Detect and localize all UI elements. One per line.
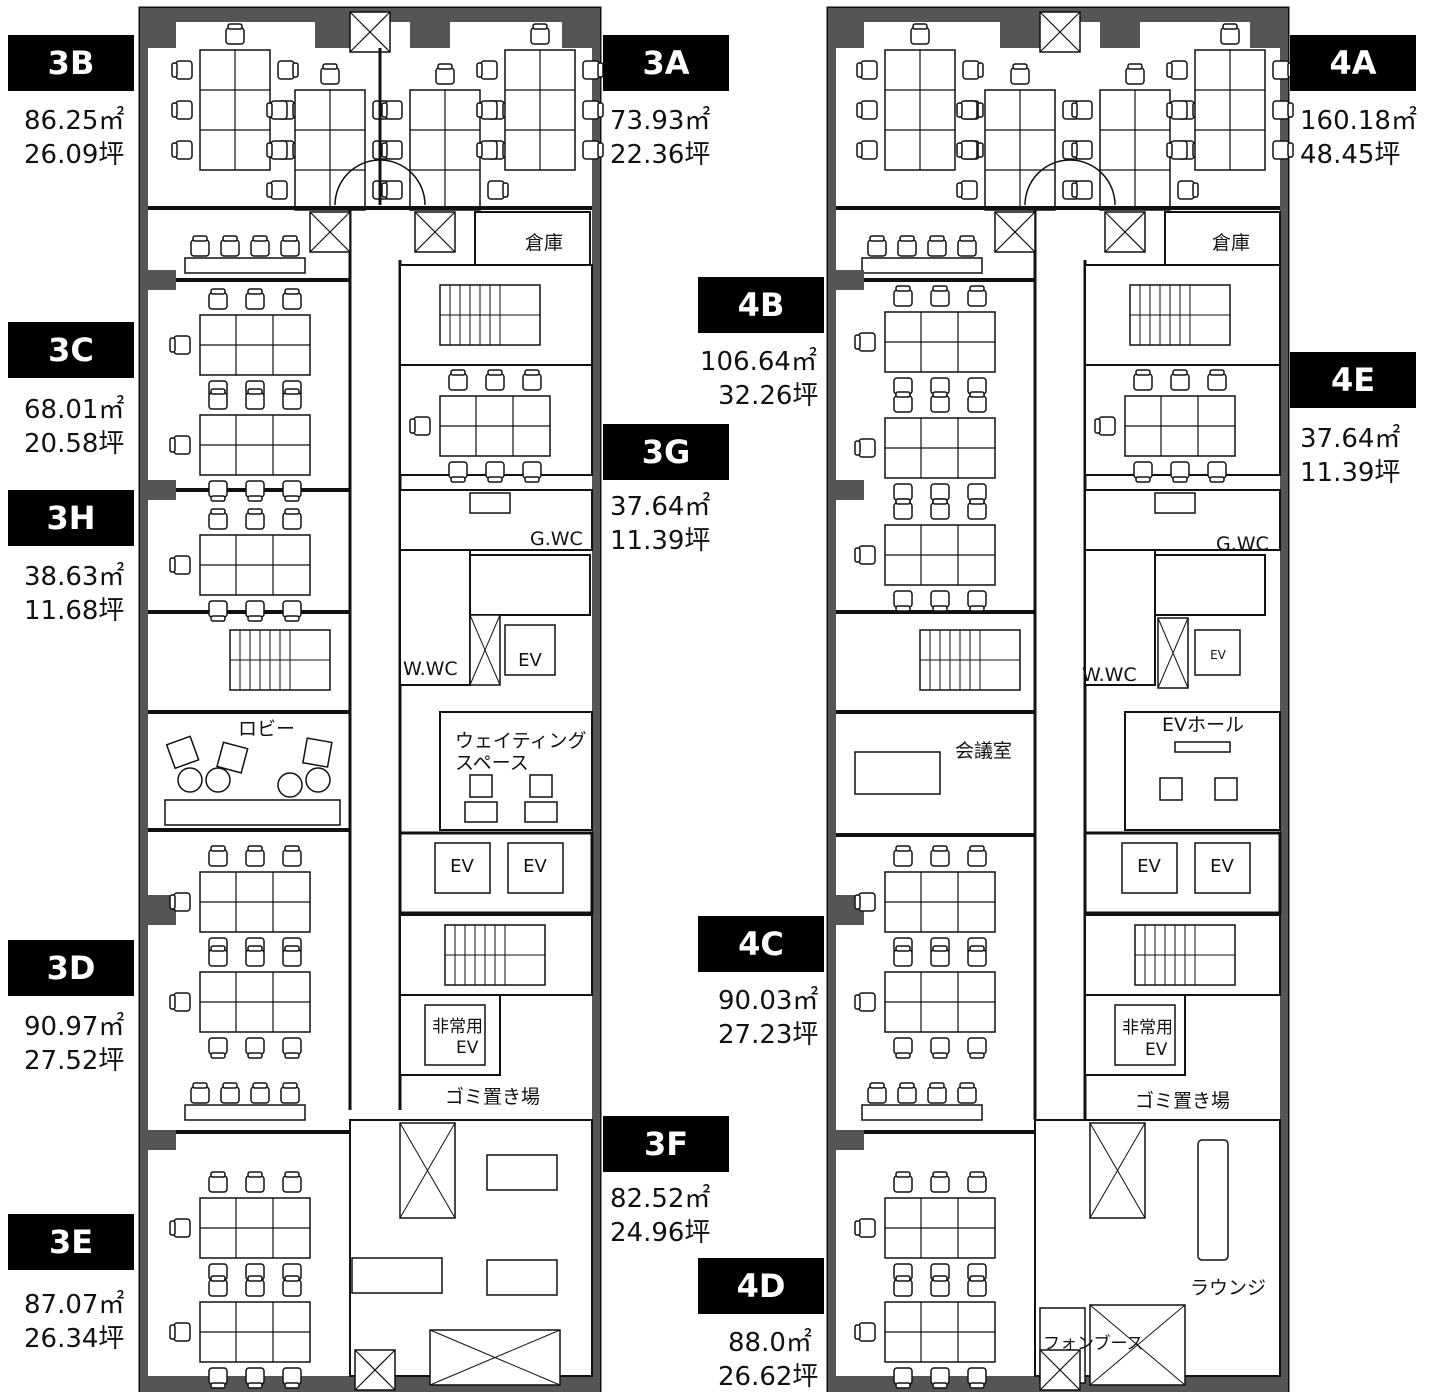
area-m2: 82.52㎡ — [610, 1184, 711, 1214]
unit-tag-4a: 4A — [1290, 35, 1416, 91]
unit-area-3g: 37.64㎡ 11.39坪 — [610, 490, 710, 558]
unit-area-4e: 37.64㎡ 11.39坪 — [1300, 422, 1400, 490]
unit-area-3d: 90.97㎡ 27.52坪 — [24, 1010, 124, 1078]
unit-tag-4d: 4D — [698, 1258, 824, 1314]
unit-tag-4c: 4C — [698, 916, 824, 972]
area-m2: 73.93㎡ — [610, 106, 711, 136]
area-tsubo: 11.39坪 — [610, 526, 711, 556]
unit-area-4b: 106.64㎡ 32.26坪 — [700, 345, 818, 413]
storage-label: 倉庫 — [1212, 232, 1251, 254]
area-m2: 87.07㎡ — [24, 1290, 125, 1320]
unit-tag-3f: 3F — [603, 1116, 729, 1172]
area-m2: 68.01㎡ — [24, 395, 125, 425]
area-m2: 86.25㎡ — [24, 106, 125, 136]
emergency-ev-label-1: 非常用 — [432, 1017, 483, 1037]
gwc-label: G.WC — [530, 528, 583, 550]
unit-tag-4e: 4E — [1290, 352, 1416, 408]
lobby-label: ロビー — [238, 718, 296, 740]
emergency-ev-label-2: EV — [1145, 1040, 1168, 1060]
ev-label: EV — [523, 856, 547, 877]
area-tsubo: 11.68坪 — [24, 596, 125, 626]
area-tsubo: 22.36坪 — [610, 140, 711, 170]
wwc-label: W.WC — [1082, 664, 1137, 686]
area-m2: 37.64㎡ — [1300, 424, 1401, 454]
unit-tag-3g: 3G — [603, 424, 729, 480]
unit-tag-3h: 3H — [8, 490, 134, 546]
area-tsubo: 48.45坪 — [1300, 140, 1401, 170]
unit-tag-3a: 3A — [603, 35, 729, 91]
area-m2: 90.03㎡ — [718, 986, 819, 1016]
garbage-label: ゴミ置き場 — [1135, 1090, 1231, 1112]
unit-area-3a: 73.93㎡ 22.36坪 — [610, 104, 710, 172]
area-m2: 90.97㎡ — [24, 1012, 125, 1042]
unit-area-4c: 90.03㎡ 27.23坪 — [718, 984, 818, 1052]
unit-area-3b: 86.25㎡ 26.09坪 — [24, 104, 124, 172]
unit-tag-3e: 3E — [8, 1214, 134, 1270]
area-tsubo: 26.34坪 — [24, 1324, 125, 1354]
area-tsubo: 32.26坪 — [718, 381, 819, 411]
floor-3-plan — [138, 6, 603, 1392]
unit-area-3c: 68.01㎡ 20.58坪 — [24, 393, 124, 461]
waiting-label-2: スペース — [455, 752, 529, 774]
waiting-label-1: ウェイティング — [455, 730, 587, 752]
emergency-ev-label-1: 非常用 — [1122, 1018, 1173, 1038]
unit-area-3e: 87.07㎡ 26.34坪 — [24, 1288, 124, 1356]
wwc-label: W.WC — [403, 658, 458, 680]
area-m2: 160.18㎡ — [1300, 106, 1417, 136]
area-tsubo: 20.58坪 — [24, 429, 125, 459]
unit-area-4d: 88.0㎡ 26.62坪 — [718, 1326, 818, 1394]
meeting-room-label: 会議室 — [955, 740, 1013, 762]
area-m2: 37.64㎡ — [610, 492, 711, 522]
area-tsubo: 27.52坪 — [24, 1046, 125, 1076]
ev-label: EV — [450, 856, 474, 877]
area-tsubo: 24.96坪 — [610, 1218, 711, 1248]
ev-label: EV — [1210, 648, 1226, 662]
area-tsubo: 26.09坪 — [24, 140, 125, 170]
unit-tag-4b: 4B — [698, 277, 824, 333]
area-m2: 88.0㎡ — [728, 1328, 812, 1358]
unit-area-3h: 38.63㎡ 11.68坪 — [24, 560, 124, 628]
storage-label: 倉庫 — [525, 232, 564, 254]
unit-tag-3d: 3D — [8, 940, 134, 996]
area-tsubo: 27.23坪 — [718, 1020, 819, 1050]
ev-hall-label: EVホール — [1162, 714, 1245, 736]
unit-tag-3b: 3B — [8, 35, 134, 91]
floor-4-plan — [826, 6, 1293, 1392]
unit-area-4a: 160.18㎡ 48.45坪 — [1300, 104, 1417, 172]
ev-label: EV — [1210, 856, 1234, 877]
area-tsubo: 26.62坪 — [718, 1362, 819, 1392]
lounge-label: ラウンジ — [1190, 1277, 1267, 1299]
ev-label: EV — [518, 650, 542, 671]
gwc-label: G.WC — [1216, 533, 1269, 555]
unit-area-3f: 82.52㎡ 24.96坪 — [610, 1182, 710, 1250]
ev-label: EV — [1137, 856, 1161, 877]
emergency-ev-label-2: EV — [456, 1038, 479, 1058]
garbage-label: ゴミ置き場 — [445, 1086, 541, 1108]
area-m2: 106.64㎡ — [700, 347, 817, 377]
area-m2: 38.63㎡ — [24, 562, 125, 592]
phone-booth-label: フォンブース — [1043, 1334, 1144, 1354]
unit-tag-3c: 3C — [8, 322, 134, 378]
area-tsubo: 11.39坪 — [1300, 458, 1401, 488]
